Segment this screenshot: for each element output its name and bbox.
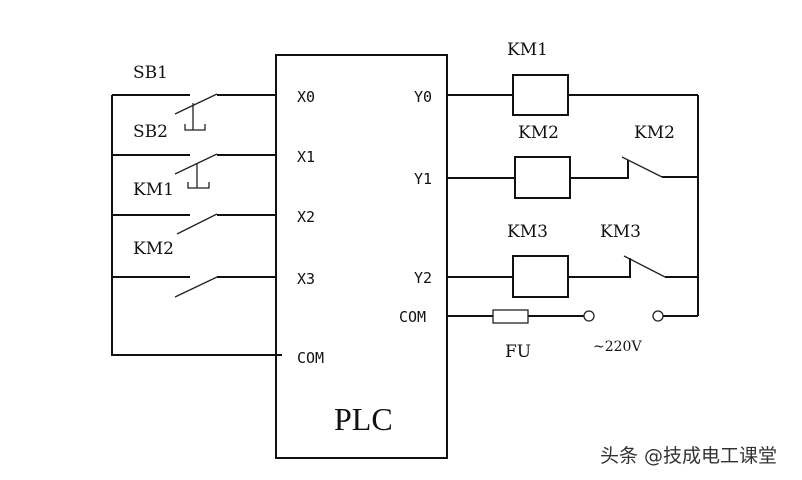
contact-km2: [621, 156, 663, 178]
terminal-x3: X3: [297, 270, 315, 288]
terminal-x1: X1: [297, 148, 315, 166]
terminal-output-com: COM: [399, 308, 426, 326]
terminal-y2: Y2: [414, 269, 432, 287]
pushbutton-km1-actuator: [187, 163, 210, 189]
input-rung-x2: [112, 213, 276, 235]
pushbutton-sb2-actuator: [184, 103, 206, 131]
fuse-fu: [492, 309, 529, 324]
input-rung-x3: [112, 276, 276, 298]
input-left-bus: [111, 95, 282, 356]
contact-km3: [623, 255, 666, 278]
coil-km2: [514, 156, 571, 199]
terminal-y0: Y0: [414, 88, 432, 106]
label-sb1: SB1: [133, 63, 168, 83]
label-km2-input: KM2: [133, 239, 174, 259]
output-rung-y1: [447, 156, 698, 199]
supply-terminal-1: [583, 310, 595, 322]
coil-km3: [512, 255, 569, 298]
label-fuse: FU: [505, 342, 531, 362]
output-rung-y0: [447, 74, 698, 116]
output-com-supply: [447, 309, 698, 324]
coil-km1: [512, 74, 569, 116]
terminal-y1: Y1: [414, 170, 432, 188]
label-km1-input: KM1: [133, 180, 174, 200]
label-supply: ~220V: [593, 339, 642, 355]
label-km2-contact: KM2: [634, 123, 675, 143]
label-sb2: SB2: [133, 122, 168, 142]
watermark: 头条 @技成电工课堂: [600, 445, 777, 467]
label-km3-coil: KM3: [507, 222, 548, 242]
label-km2-coil: KM2: [518, 123, 559, 143]
input-rung-x1: [112, 153, 276, 189]
terminal-input-com: COM: [297, 349, 324, 367]
input-rung-x0: [112, 93, 276, 131]
output-rung-y2: [447, 255, 698, 298]
supply-terminal-2: [652, 310, 664, 322]
terminal-x2: X2: [297, 208, 315, 226]
label-km1-coil: KM1: [507, 40, 548, 60]
label-km3-contact: KM3: [600, 222, 641, 242]
plc-box: [275, 54, 448, 459]
terminal-x0: X0: [297, 88, 315, 106]
plc-label: PLC: [334, 401, 393, 437]
